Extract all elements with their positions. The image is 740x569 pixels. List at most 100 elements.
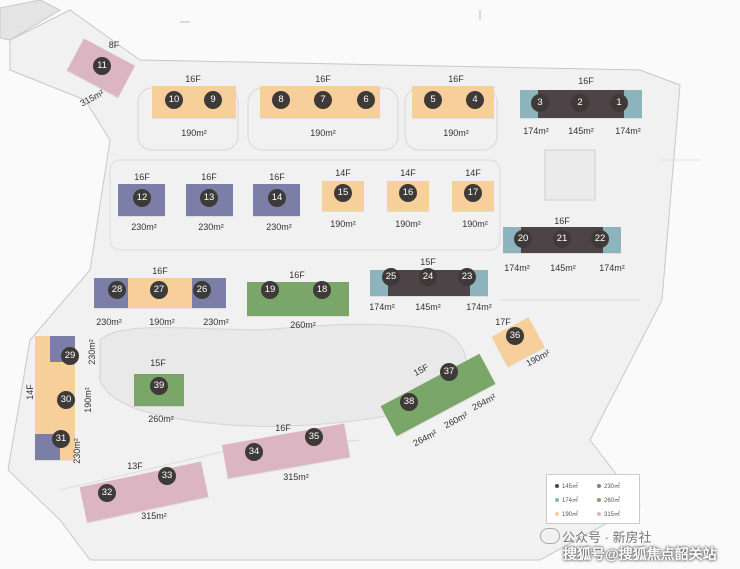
legend-swatch xyxy=(555,484,559,489)
building-number: 36 xyxy=(506,327,524,345)
legend-item: 145㎡ xyxy=(555,481,578,490)
area-label: 230m² xyxy=(87,339,97,365)
building-number: 35 xyxy=(305,428,323,446)
building-number: 18 xyxy=(313,281,331,299)
legend-item: 230㎡ xyxy=(597,481,620,490)
area-label: 230m² xyxy=(72,438,82,464)
building-number: 2 xyxy=(571,94,589,112)
area-label: 190m² xyxy=(83,387,93,413)
area-label: 190m² xyxy=(330,219,356,229)
building-number: 4 xyxy=(466,91,484,109)
area-label: 190m² xyxy=(181,128,207,138)
floor-label: 16F xyxy=(315,74,331,84)
floor-label: 13F xyxy=(127,461,143,471)
wechat-icon xyxy=(540,528,560,544)
building-number: 34 xyxy=(245,443,263,461)
building-number: 3 xyxy=(531,94,549,112)
area-legend: 145㎡ 230㎡ 174㎡ 260㎡ 190㎡ 315㎡ xyxy=(546,474,640,524)
area-label: 230m² xyxy=(198,222,224,232)
legend-swatch xyxy=(597,498,601,503)
area-label: 145m² xyxy=(550,263,576,273)
building-number: 25 xyxy=(382,268,400,286)
legend-item: 174㎡ xyxy=(555,495,578,504)
area-label: 190m² xyxy=(462,219,488,229)
area-label: 230m² xyxy=(131,222,157,232)
floor-label: 16F xyxy=(289,270,305,280)
legend-swatch xyxy=(597,484,601,489)
floor-label: 16F xyxy=(134,172,150,182)
area-label: 145m² xyxy=(568,126,594,136)
area-label: 230m² xyxy=(266,222,292,232)
building-number: 13 xyxy=(200,189,218,207)
legend-label: 174㎡ xyxy=(562,498,579,504)
floor-label: 16F xyxy=(448,74,464,84)
area-label: 315m² xyxy=(141,511,167,521)
watermark-sohu: 搜狐号@搜狐焦点韶关站 xyxy=(563,546,717,562)
legend-label: 230㎡ xyxy=(604,484,621,490)
building-number: 6 xyxy=(357,91,375,109)
building-number: 9 xyxy=(204,91,222,109)
floor-label: 14F xyxy=(25,384,35,400)
floor-label: 8F xyxy=(108,40,120,50)
building-number: 8 xyxy=(272,91,290,109)
building-number: 12 xyxy=(133,189,151,207)
legend-item: 315㎡ xyxy=(597,509,620,518)
legend-item: 190㎡ xyxy=(555,509,578,518)
area-label: 260m² xyxy=(148,414,174,424)
area-label: 190m² xyxy=(310,128,336,138)
area-label: 315m² xyxy=(283,472,309,482)
area-label: 174m² xyxy=(523,126,549,136)
building-number: 30 xyxy=(57,391,75,409)
building-number: 27 xyxy=(150,281,168,299)
legend-label: 145㎡ xyxy=(562,484,579,490)
building-number: 24 xyxy=(419,268,437,286)
building-number: 32 xyxy=(98,484,116,502)
watermark-wechat: 公众号 · 新房社 xyxy=(562,530,652,545)
floor-label: 16F xyxy=(201,172,217,182)
floor-label: 16F xyxy=(554,216,570,226)
building-number: 31 xyxy=(52,430,70,448)
legend-item: 260㎡ xyxy=(597,495,620,504)
area-label: 190m² xyxy=(149,317,175,327)
floor-label: 16F xyxy=(275,423,291,433)
floor-label: 16F xyxy=(578,76,594,86)
building-number: 16 xyxy=(399,184,417,202)
area-label: 230m² xyxy=(203,317,229,327)
floor-label: 14F xyxy=(400,168,416,178)
area-label: 230m² xyxy=(96,317,122,327)
area-label: 260m² xyxy=(290,320,316,330)
building-number: 23 xyxy=(458,268,476,286)
area-label: 174m² xyxy=(504,263,530,273)
floor-label: 16F xyxy=(185,74,201,84)
floor-label: 15F xyxy=(150,358,166,368)
floor-label: 14F xyxy=(465,168,481,178)
building-number: 14 xyxy=(268,189,286,207)
building-number: 29 xyxy=(61,347,79,365)
area-label: 174m² xyxy=(369,302,395,312)
building-number: 37 xyxy=(440,363,458,381)
area-label: 174m² xyxy=(599,263,625,273)
building-number: 22 xyxy=(591,230,609,248)
area-label: 174m² xyxy=(615,126,641,136)
area-label: 174m² xyxy=(466,302,492,312)
legend-label: 315㎡ xyxy=(604,512,621,518)
building-number: 11 xyxy=(93,57,111,75)
floor-label: 15F xyxy=(420,257,436,267)
floor-label: 14F xyxy=(335,168,351,178)
legend-label: 260㎡ xyxy=(604,498,621,504)
building-number: 20 xyxy=(514,230,532,248)
area-label: 190m² xyxy=(395,219,421,229)
legend-swatch xyxy=(555,498,559,503)
area-label: 145m² xyxy=(415,302,441,312)
building-number: 5 xyxy=(424,91,442,109)
building-number: 17 xyxy=(464,184,482,202)
building-number: 28 xyxy=(108,281,126,299)
building-number: 10 xyxy=(165,91,183,109)
building-number: 7 xyxy=(314,91,332,109)
building-number: 33 xyxy=(158,467,176,485)
floor-label: 16F xyxy=(269,172,285,182)
building-number: 26 xyxy=(193,281,211,299)
building-number: 38 xyxy=(400,393,418,411)
building-number: 21 xyxy=(553,230,571,248)
